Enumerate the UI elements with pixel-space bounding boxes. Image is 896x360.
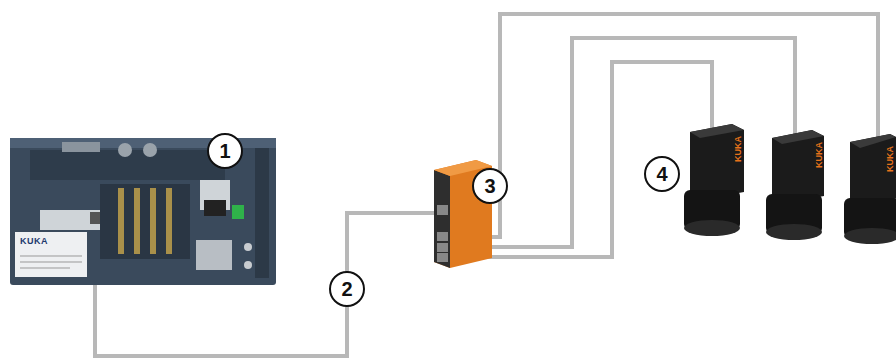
polygon-shape bbox=[772, 130, 824, 144]
network-cables bbox=[95, 14, 878, 356]
brand-logo: KUKA bbox=[20, 236, 48, 246]
line-shape bbox=[20, 262, 82, 263]
rect-shape bbox=[437, 243, 448, 252]
callout-number: 2 bbox=[329, 271, 365, 307]
rect-shape bbox=[62, 142, 100, 152]
callout-number: 4 bbox=[644, 156, 680, 192]
rect-shape bbox=[100, 184, 190, 259]
polygon-shape bbox=[772, 130, 824, 204]
rect-shape bbox=[15, 232, 87, 277]
circle-shape bbox=[244, 261, 252, 269]
rect-shape bbox=[255, 148, 269, 278]
camera-cable bbox=[452, 14, 878, 237]
brand-logo: KUKA bbox=[733, 136, 743, 162]
line-shape bbox=[20, 268, 70, 269]
ellipse-shape bbox=[684, 220, 740, 236]
polygon-shape bbox=[850, 134, 896, 206]
ellipse-shape bbox=[766, 224, 822, 240]
rect-shape bbox=[90, 212, 100, 224]
rect-shape bbox=[150, 188, 156, 254]
polygon-shape bbox=[690, 124, 744, 200]
camera-cable bbox=[452, 38, 795, 247]
circle-shape bbox=[143, 143, 157, 157]
polygon-shape bbox=[434, 170, 450, 268]
circle-shape bbox=[118, 143, 132, 157]
rect-shape bbox=[232, 205, 244, 219]
rect-shape bbox=[118, 188, 124, 254]
rect-shape bbox=[437, 232, 448, 241]
line-shape bbox=[20, 256, 82, 257]
rect-shape bbox=[134, 188, 140, 254]
camera bbox=[844, 134, 896, 244]
callout-number: 1 bbox=[207, 133, 243, 169]
polygon-shape bbox=[690, 124, 744, 138]
camera bbox=[684, 124, 744, 236]
rect-shape bbox=[166, 188, 172, 254]
brand-logo: KUKA bbox=[814, 142, 824, 168]
camera bbox=[766, 130, 824, 240]
ellipse-shape bbox=[844, 228, 896, 244]
circle-shape bbox=[244, 243, 252, 251]
rect-shape bbox=[437, 205, 448, 215]
rect-shape bbox=[40, 210, 100, 230]
rect-shape bbox=[196, 240, 232, 270]
callout-number: 3 bbox=[472, 168, 508, 204]
brand-logo: KUKA bbox=[885, 146, 895, 172]
rect-shape bbox=[437, 253, 448, 262]
polygon-shape bbox=[850, 134, 896, 148]
rect-shape bbox=[204, 200, 226, 216]
